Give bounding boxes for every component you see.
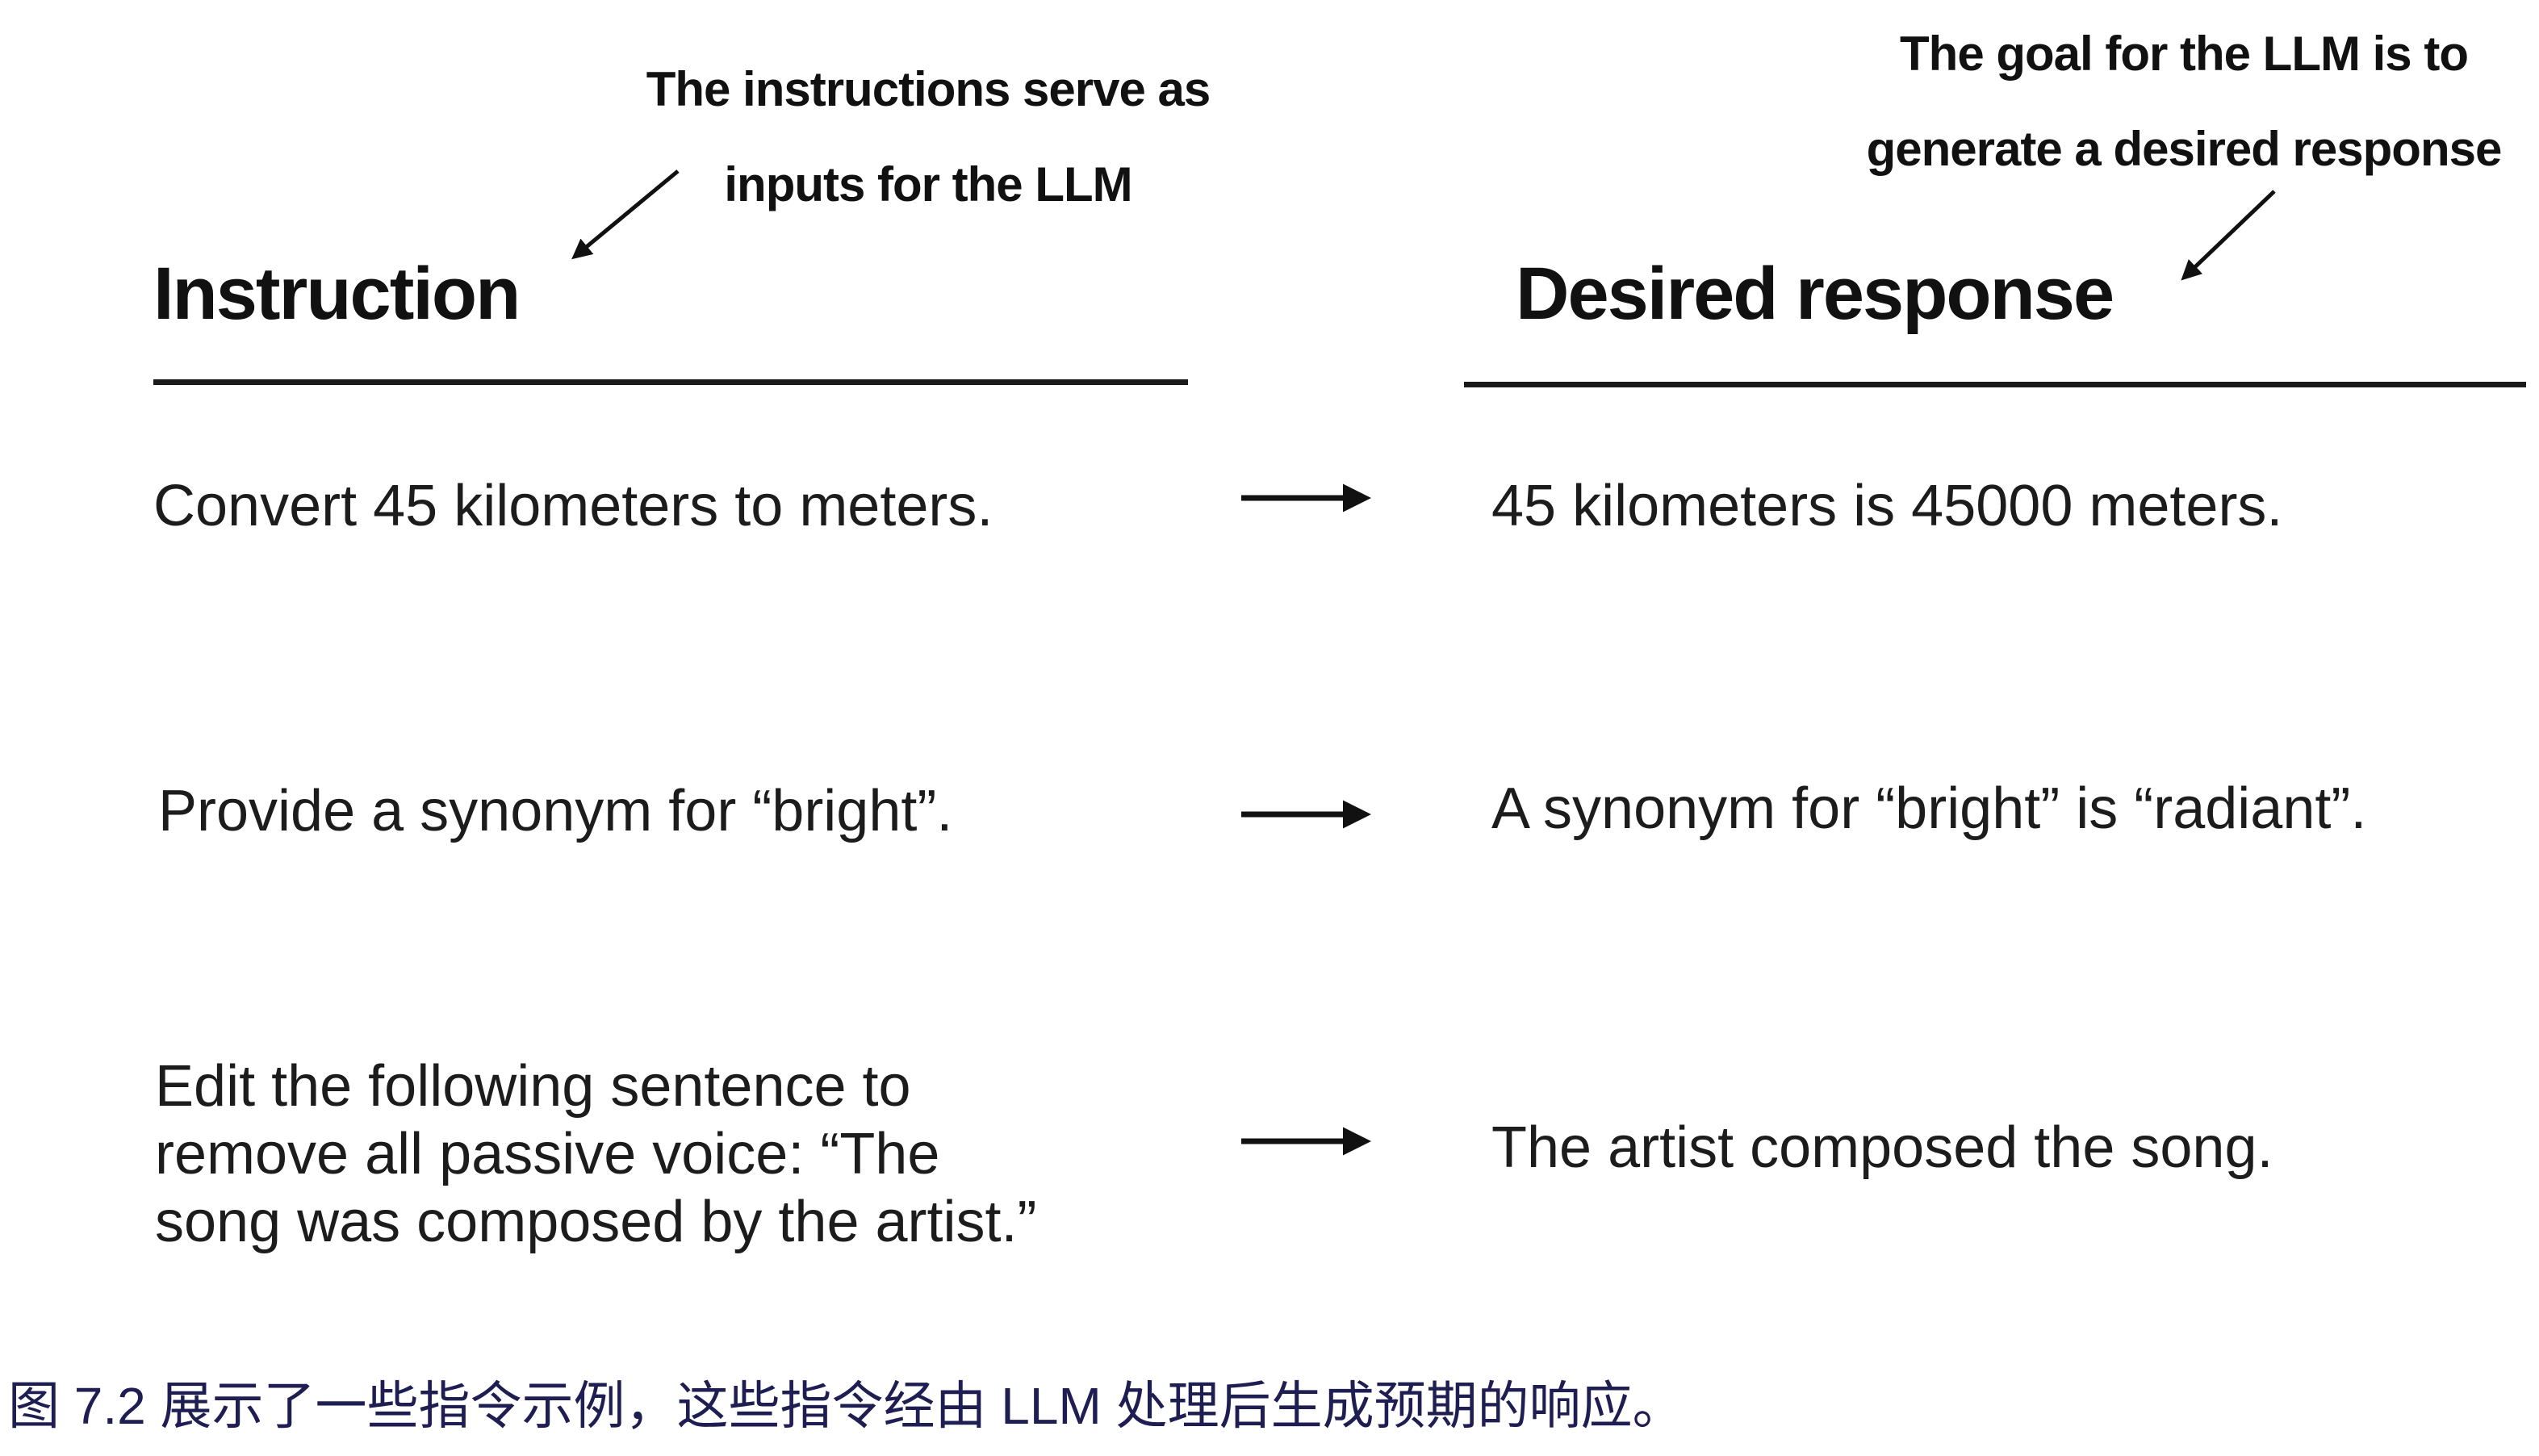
response-text-1: 45 kilometers is 45000 meters. xyxy=(1491,474,2283,538)
figure-caption: 图 7.2 展示了一些指令示例，这些指令经由 LLM 处理后生成预期的响应。 xyxy=(8,1377,1684,1435)
instruction-text-1: Convert 45 kilometers to meters. xyxy=(153,474,993,538)
annotation-line: The instructions serve as xyxy=(646,62,1211,116)
annotation-right-arrow xyxy=(2181,190,2276,281)
annotation-line: generate a desired response xyxy=(1866,122,2503,176)
column-header-instruction: Instruction xyxy=(153,253,521,335)
instruction-column-rule xyxy=(153,379,1188,385)
instruction-text-3: Edit the following sentence to remove al… xyxy=(155,1054,1037,1254)
instruction-text-2: Provide a synonym for “bright”. xyxy=(158,779,953,843)
response-text-3: The artist composed the song. xyxy=(1491,1115,2273,1180)
annotation-instructions-note: The instructions serve as inputs for the… xyxy=(565,42,1291,232)
response-text-2: A synonym for “bright” is “radiant”. xyxy=(1491,776,2367,841)
column-header-desired-response: Desired response xyxy=(1516,253,2114,335)
annotation-line: inputs for the LLM xyxy=(724,157,1132,211)
annotation-line: The goal for the LLM is to xyxy=(1900,27,2469,81)
response-column-rule xyxy=(1464,382,2526,387)
annotation-goal-note: The goal for the LLM is to generate a de… xyxy=(1821,6,2539,197)
